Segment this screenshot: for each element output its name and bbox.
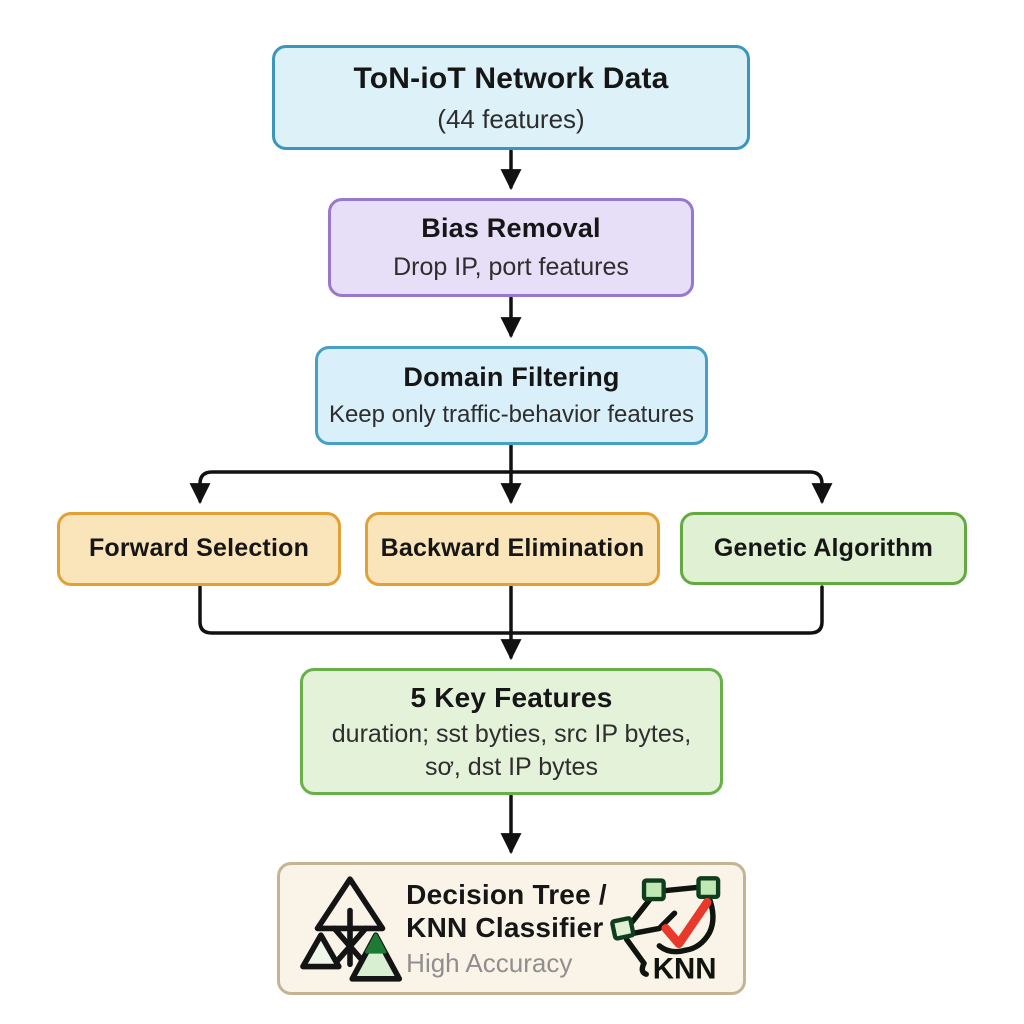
- decision-tree-icon: [294, 870, 406, 988]
- classifier-title-line1: Decision Tree /: [406, 878, 607, 910]
- node-backward-elimination: Backward Elimination: [365, 512, 660, 586]
- node-features-title: 5 Key Features: [410, 681, 613, 713]
- knn-icon-label: KNN: [653, 952, 717, 985]
- node-genetic-algorithm: Genetic Algorithm: [680, 512, 967, 585]
- node-forward-title: Forward Selection: [88, 534, 310, 563]
- node-genetic-title: Genetic Algorithm: [713, 533, 934, 562]
- node-forward-selection: Forward Selection: [57, 512, 341, 586]
- node-dataset-title: ToN-ioT Network Data: [353, 61, 669, 95]
- node-bias-removal: Bias Removal Drop IP, port features: [328, 198, 694, 297]
- node-classifier: Decision Tree / KNN Classifier High Accu…: [277, 862, 746, 995]
- node-features-subtitle-line1: duration; sst byties, src IP bytes,: [331, 719, 692, 748]
- node-domain-filtering: Domain Filtering Keep only traffic-behav…: [315, 346, 708, 445]
- node-domain-subtitle: Keep only traffic-behavior features: [328, 401, 695, 429]
- node-bias-title: Bias Removal: [421, 213, 601, 243]
- classifier-title-line2: KNN Classifier: [406, 912, 604, 944]
- knn-graph-icon: KNN: [607, 870, 729, 988]
- node-features-subtitle-line2: sơ, dst IP bytes: [425, 753, 598, 781]
- classifier-subtitle: High Accuracy: [406, 947, 573, 978]
- node-backward-title: Backward Elimination: [380, 534, 645, 563]
- node-dataset: ToN-ioT Network Data (44 features): [272, 45, 750, 150]
- node-bias-subtitle: Drop IP, port features: [393, 252, 629, 281]
- node-domain-title: Domain Filtering: [403, 361, 620, 392]
- node-key-features: 5 Key Features duration; sst byties, src…: [300, 668, 723, 795]
- node-dataset-subtitle: (44 features): [437, 104, 585, 134]
